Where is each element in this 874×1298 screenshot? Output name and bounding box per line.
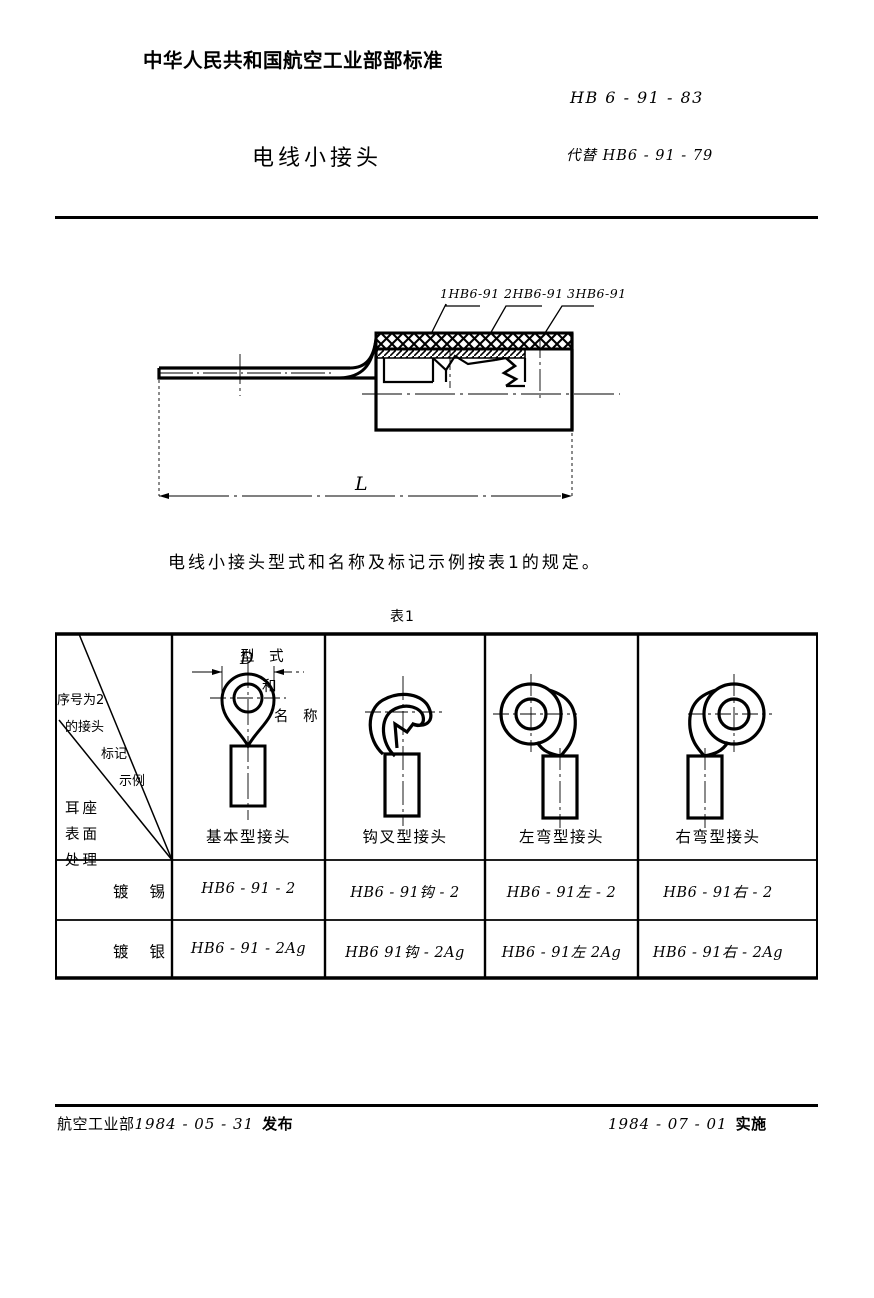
cell-silver-left-bend: HB6 - 91左 2Ag [501, 945, 622, 961]
footer-effective-word: 实施 [735, 1115, 767, 1133]
dimension-label-L: L [354, 473, 368, 495]
cell-tin-basic: HB6 - 91 - 2 [201, 881, 296, 897]
table-grid-svg [55, 632, 818, 980]
header-surface-line1: 耳座 [65, 801, 100, 817]
header-marking-line1: 序号为2 [57, 693, 105, 708]
row-header-silver-plated: 镀 银 [113, 943, 173, 961]
footer-issue-date: 1984 - 05 - 31 [134, 1115, 255, 1133]
column-label-right-bend: 右弯型接头 [675, 828, 761, 846]
header-corner-diagonals [58, 633, 173, 861]
callout-3hb6-91: 3HB6-91 [567, 286, 627, 301]
footer-issue: 航空工业部1984 - 05 - 31 发布 [57, 1113, 293, 1134]
diagram-ring-lug-basic: D [192, 649, 304, 820]
header-type-and-name-line3: 名 称 [274, 709, 323, 725]
header-marking-line2: 的接头 [65, 720, 105, 735]
cell-silver-basic: HB6 - 91 - 2Ag [190, 941, 307, 957]
internal-crimp-detail [382, 354, 527, 388]
header-marking-example: 序号为2 的接头 标记 示例 [57, 687, 202, 795]
column-label-left-bend: 左弯型接头 [518, 828, 604, 846]
centre-lines [239, 336, 620, 398]
page-title: 中华人民共和国航空工业部部标准 [143, 49, 444, 72]
terminal-diagram-svg: L [157, 303, 620, 499]
cell-silver-hook-fork: HB6 91钩 - 2Ag [345, 945, 465, 961]
header-surface-line2: 表面 [65, 827, 100, 843]
diagram-right-bend-lug [686, 674, 772, 828]
row-header-tin-plated: 镀 锡 [113, 883, 173, 901]
dimension-label-D: D [239, 649, 254, 669]
callout-2hb6-91: 2HB6-91 [504, 286, 564, 301]
column-label-hook-fork: 钩叉型接头 [362, 828, 448, 846]
cell-tin-left-bend: HB6 - 91左 - 2 [506, 885, 617, 901]
dimension-L [158, 380, 573, 499]
header-type-and-name-line1: 型 式 [240, 649, 289, 665]
footer-effective-date: 1984 - 07 - 01 [608, 1115, 728, 1133]
header-divider [55, 216, 818, 219]
footer-issue-word: 发布 [262, 1115, 294, 1133]
table-caption: 表1 [390, 609, 415, 625]
cell-tin-hook-fork: HB6 - 91钩 - 2 [350, 885, 460, 901]
header-marking-line3: 标记 [101, 747, 128, 762]
column-label-basic: 基本型接头 [205, 828, 291, 846]
header-surface-line3: 处理 [65, 853, 100, 869]
footer-divider [55, 1104, 818, 1107]
figure-caption: 电线小接头型式和名称及标记示例按表1的规定。 [168, 553, 602, 573]
callout-1hb6-91: 1HB6-91 [440, 286, 500, 301]
footer-effective: 1984 - 07 - 01 实施 [608, 1113, 767, 1134]
diagram-left-bend-lug [493, 674, 579, 828]
terminal-types-table: 型 式 和 名 称 序号为2 的接头 标记 示例 耳座 表面 处理 [55, 632, 818, 980]
diagram-hook-fork-lug [365, 676, 443, 826]
header-surface-treatment: 耳座 表面 处理 [65, 796, 145, 874]
footer-issuer: 航空工业部 [57, 1115, 135, 1133]
terminal-cross-section-figure: L 1HB6-91 2HB6-91 3HB6-91 [150, 278, 630, 513]
document-title: 电线小接头 [252, 146, 383, 171]
cell-silver-right-bend: HB6 - 91右 - 2Ag [652, 945, 784, 961]
cell-tin-right-bend: HB6 - 91右 - 2 [663, 885, 773, 901]
standard-code: HB 6 - 91 - 83 [570, 88, 704, 107]
replaces-note: 代替 HB6 - 91 - 79 [566, 148, 714, 164]
header-marking-line4: 示例 [119, 774, 146, 789]
callout-leader-lines [430, 303, 594, 335]
terminal-tongue [157, 337, 378, 380]
